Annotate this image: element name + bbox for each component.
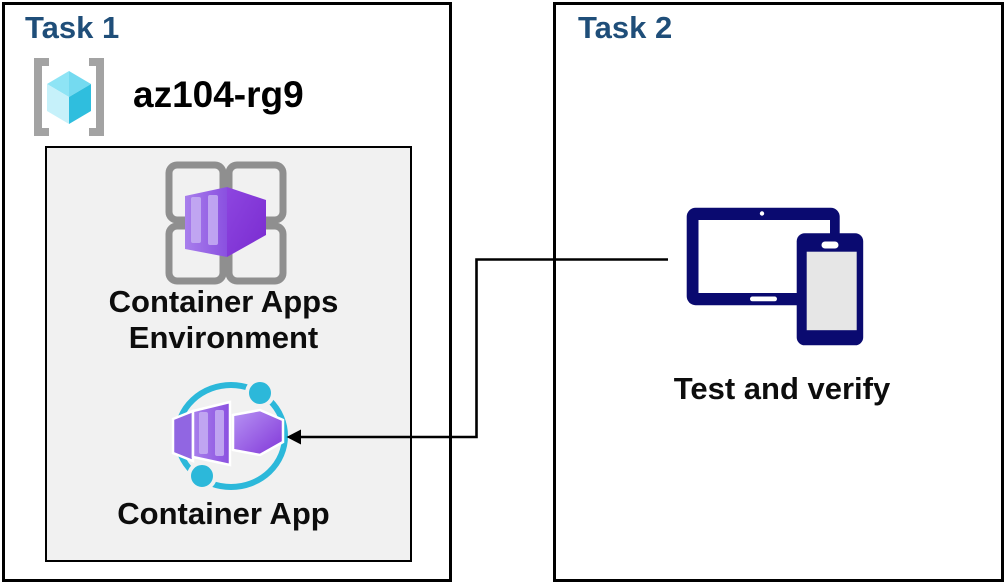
environment-label-line2: Environment	[128, 320, 319, 355]
devices-icon-plate	[668, 170, 897, 350]
environment-label: Container Apps Environment	[40, 284, 407, 356]
task2-title: Task 2	[578, 10, 673, 45]
container-app-icon	[171, 379, 288, 491]
environment-label-line1: Container Apps	[108, 284, 339, 319]
container-app-label: Container App	[117, 496, 330, 531]
resource-group-icon	[34, 58, 104, 136]
devices-icon	[686, 207, 864, 346]
container-apps-environment-icon	[165, 161, 287, 285]
task1-title: Task 1	[25, 10, 120, 45]
resource-group-name: az104-rg9	[133, 74, 304, 115]
test-and-verify-label: Test and verify	[673, 371, 891, 406]
